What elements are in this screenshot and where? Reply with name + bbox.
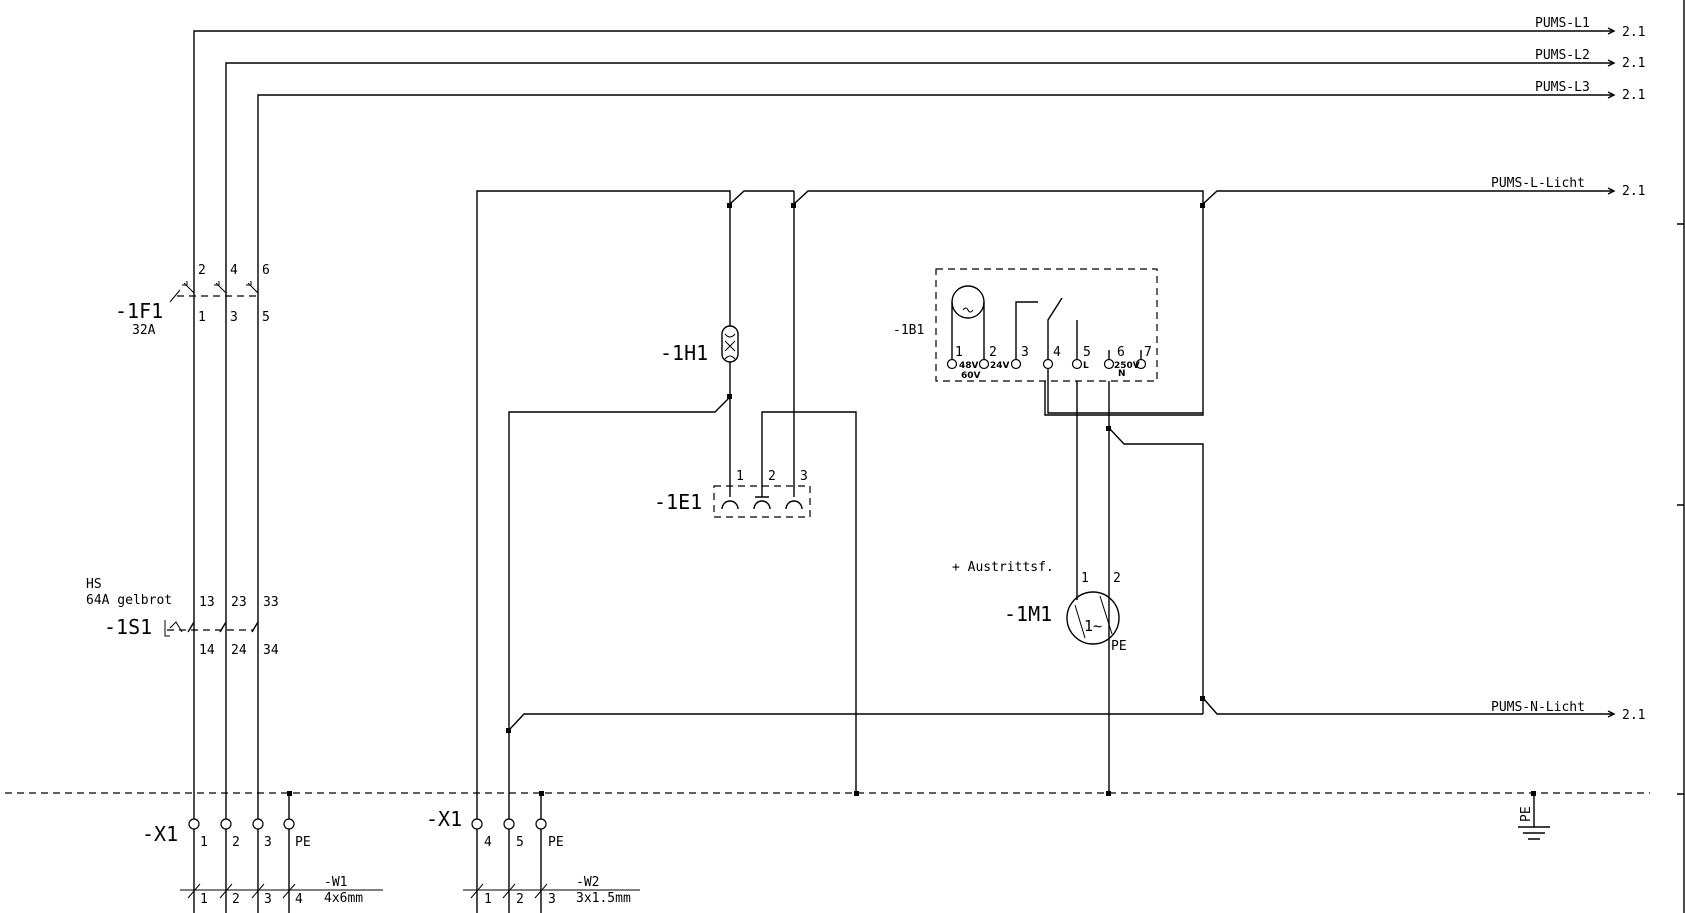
controller-1b1-pin-5: 5 xyxy=(1083,345,1091,360)
motor-1m1-tag: -1M1 xyxy=(1004,602,1052,626)
breaker-1f1-pin-3: 3 xyxy=(230,310,238,325)
terminal-x1-4: 4 xyxy=(484,835,492,850)
switch-1s1-line1: HS xyxy=(86,577,102,592)
motor-1m1-location: + Austrittsf. xyxy=(952,560,1054,575)
busbar-l3: PUMS-L3 2.1 xyxy=(257,80,1645,913)
busbar-l2: PUMS-L2 2.1 xyxy=(225,48,1645,913)
cable-w1-spec: 4x6mm xyxy=(324,891,363,906)
controller-1b1-pin-2: 2 xyxy=(989,345,997,360)
switch-1s1-pin-33: 33 xyxy=(263,595,279,610)
cable-w2-core-1: 1 xyxy=(484,892,492,907)
busbar-n-licht-ref: 2.1 xyxy=(1622,708,1645,723)
controller-1b1-pin-7: 7 xyxy=(1144,345,1152,360)
busbar-l-licht-ref: 2.1 xyxy=(1622,184,1645,199)
ground-pe-label: PE xyxy=(1519,806,1534,822)
switch-1s1-pin-24: 24 xyxy=(231,643,247,658)
busbar-l3-label: PUMS-L3 xyxy=(1535,80,1590,95)
switch-1s1-pin-13: 13 xyxy=(199,595,215,610)
breaker-1f1-rating: 32A xyxy=(132,323,156,338)
switch-1s1-tag: -1S1 xyxy=(104,615,152,639)
terminal-divider xyxy=(5,791,1650,913)
breaker-1f1-pin-5: 5 xyxy=(262,310,270,325)
breaker-1f1-pin-2: 2 xyxy=(198,263,206,278)
controller-1b1-pin-3: 3 xyxy=(1021,345,1029,360)
cable-w2: 1 2 3 -W2 3x1.5mm xyxy=(463,875,640,907)
socket-1e1[interactable]: -1E1 1 2 3 xyxy=(654,469,811,518)
terminal-x1-left-tag: -X1 xyxy=(142,822,178,846)
socket-1e1-pin-1: 1 xyxy=(736,469,744,484)
switch-1s1[interactable]: HS 64A gelbrot -1S1 13 23 33 14 24 34 xyxy=(86,577,279,658)
breaker-1f1[interactable]: -1F1 32A 2 4 6 1 3 5 xyxy=(115,263,270,338)
cable-w1-tag: -W1 xyxy=(324,875,347,890)
socket-1e1-tag: -1E1 xyxy=(654,490,702,514)
controller-1b1-sub-250v: 250V xyxy=(1114,361,1140,371)
busbar-l1: PUMS-L1 2.1 xyxy=(193,16,1645,913)
cable-w1-core-2: 2 xyxy=(232,892,240,907)
busbar-l2-ref: 2.1 xyxy=(1622,56,1645,71)
terminal-x1-5: 5 xyxy=(516,835,524,850)
light-circuit-wiring: PUMS-L-Licht 2.1 PUMS-N-Licht 2.1 xyxy=(476,176,1645,913)
lamp-1h1[interactable]: -1H1 xyxy=(660,325,739,365)
busbar-l1-ref: 2.1 xyxy=(1622,25,1645,40)
motor-1m1-pin-1: 1 xyxy=(1081,571,1089,586)
cable-w2-tag: -W2 xyxy=(576,875,599,890)
socket-1e1-pin-3: 3 xyxy=(800,469,808,484)
ground-pe: PE xyxy=(1518,793,1550,840)
controller-1b1-pin-1: 1 xyxy=(955,345,963,360)
cable-w1-core-3: 3 xyxy=(264,892,272,907)
busbar-l3-ref: 2.1 xyxy=(1622,88,1645,103)
motor-1m1-symbol: 1~ xyxy=(1084,617,1102,635)
busbar-l-licht-label: PUMS-L-Licht xyxy=(1491,176,1585,191)
terminal-strip-x1-left[interactable]: -X1 1 2 3 PE xyxy=(142,818,311,850)
terminal-x1-pe: PE xyxy=(295,835,311,850)
switch-1s1-line2: 64A gelbrot xyxy=(86,593,172,608)
controller-1b1-sub-60v: 60V xyxy=(961,371,981,381)
cable-w1-core-1: 1 xyxy=(200,892,208,907)
terminal-strip-x1-right[interactable]: -X1 4 5 PE xyxy=(426,807,564,850)
terminal-x1-right-tag: -X1 xyxy=(426,807,462,831)
busbar-l2-label: PUMS-L2 xyxy=(1535,48,1590,63)
terminal-x1-3: 3 xyxy=(264,835,272,850)
cable-w2-core-3: 3 xyxy=(548,892,556,907)
breaker-1f1-pin-4: 4 xyxy=(230,263,238,278)
controller-1b1-tag: -1B1 xyxy=(893,323,924,338)
switch-1s1-pin-23: 23 xyxy=(231,595,247,610)
cable-w1-core-4: 4 xyxy=(295,892,303,907)
controller-1b1-sub-n: N xyxy=(1118,369,1126,379)
cable-w1: 1 2 3 4 -W1 4x6mm xyxy=(180,875,383,907)
terminal-x1-pe-2: PE xyxy=(548,835,564,850)
controller-1b1-sub-24v: 24V xyxy=(990,361,1010,371)
page-frame-right xyxy=(1677,0,1685,913)
breaker-1f1-pin-6: 6 xyxy=(262,263,270,278)
lamp-1h1-tag: -1H1 xyxy=(660,341,708,365)
terminal-x1-2: 2 xyxy=(232,835,240,850)
switch-1s1-pin-14: 14 xyxy=(199,643,215,658)
cable-w2-core-2: 2 xyxy=(516,892,524,907)
terminal-x1-1: 1 xyxy=(200,835,208,850)
controller-1b1[interactable]: -1B1 1 2 3 4 5 6 7 48V 60V 24V L 250V N xyxy=(893,268,1203,414)
breaker-1f1-tag: -1F1 xyxy=(115,299,163,323)
socket-1e1-pin-2: 2 xyxy=(768,469,776,484)
busbar-n-licht-label: PUMS-N-Licht xyxy=(1491,700,1585,715)
controller-1b1-sub-48v: 48V xyxy=(959,361,979,371)
motor-1m1-pe: PE xyxy=(1111,639,1127,654)
controller-1b1-pin-6: 6 xyxy=(1117,345,1125,360)
motor-1m1-pin-2: 2 xyxy=(1113,571,1121,586)
motor-1m1[interactable]: 1~ + Austrittsf. -1M1 1 2 PE xyxy=(952,560,1127,654)
cable-w2-spec: 3x1.5mm xyxy=(576,891,631,906)
switch-1s1-pin-34: 34 xyxy=(263,643,279,658)
breaker-1f1-pin-1: 1 xyxy=(198,310,206,325)
controller-1b1-sub-l: L xyxy=(1083,361,1089,371)
controller-1b1-pin-4: 4 xyxy=(1053,345,1061,360)
busbar-l1-label: PUMS-L1 xyxy=(1535,16,1590,31)
